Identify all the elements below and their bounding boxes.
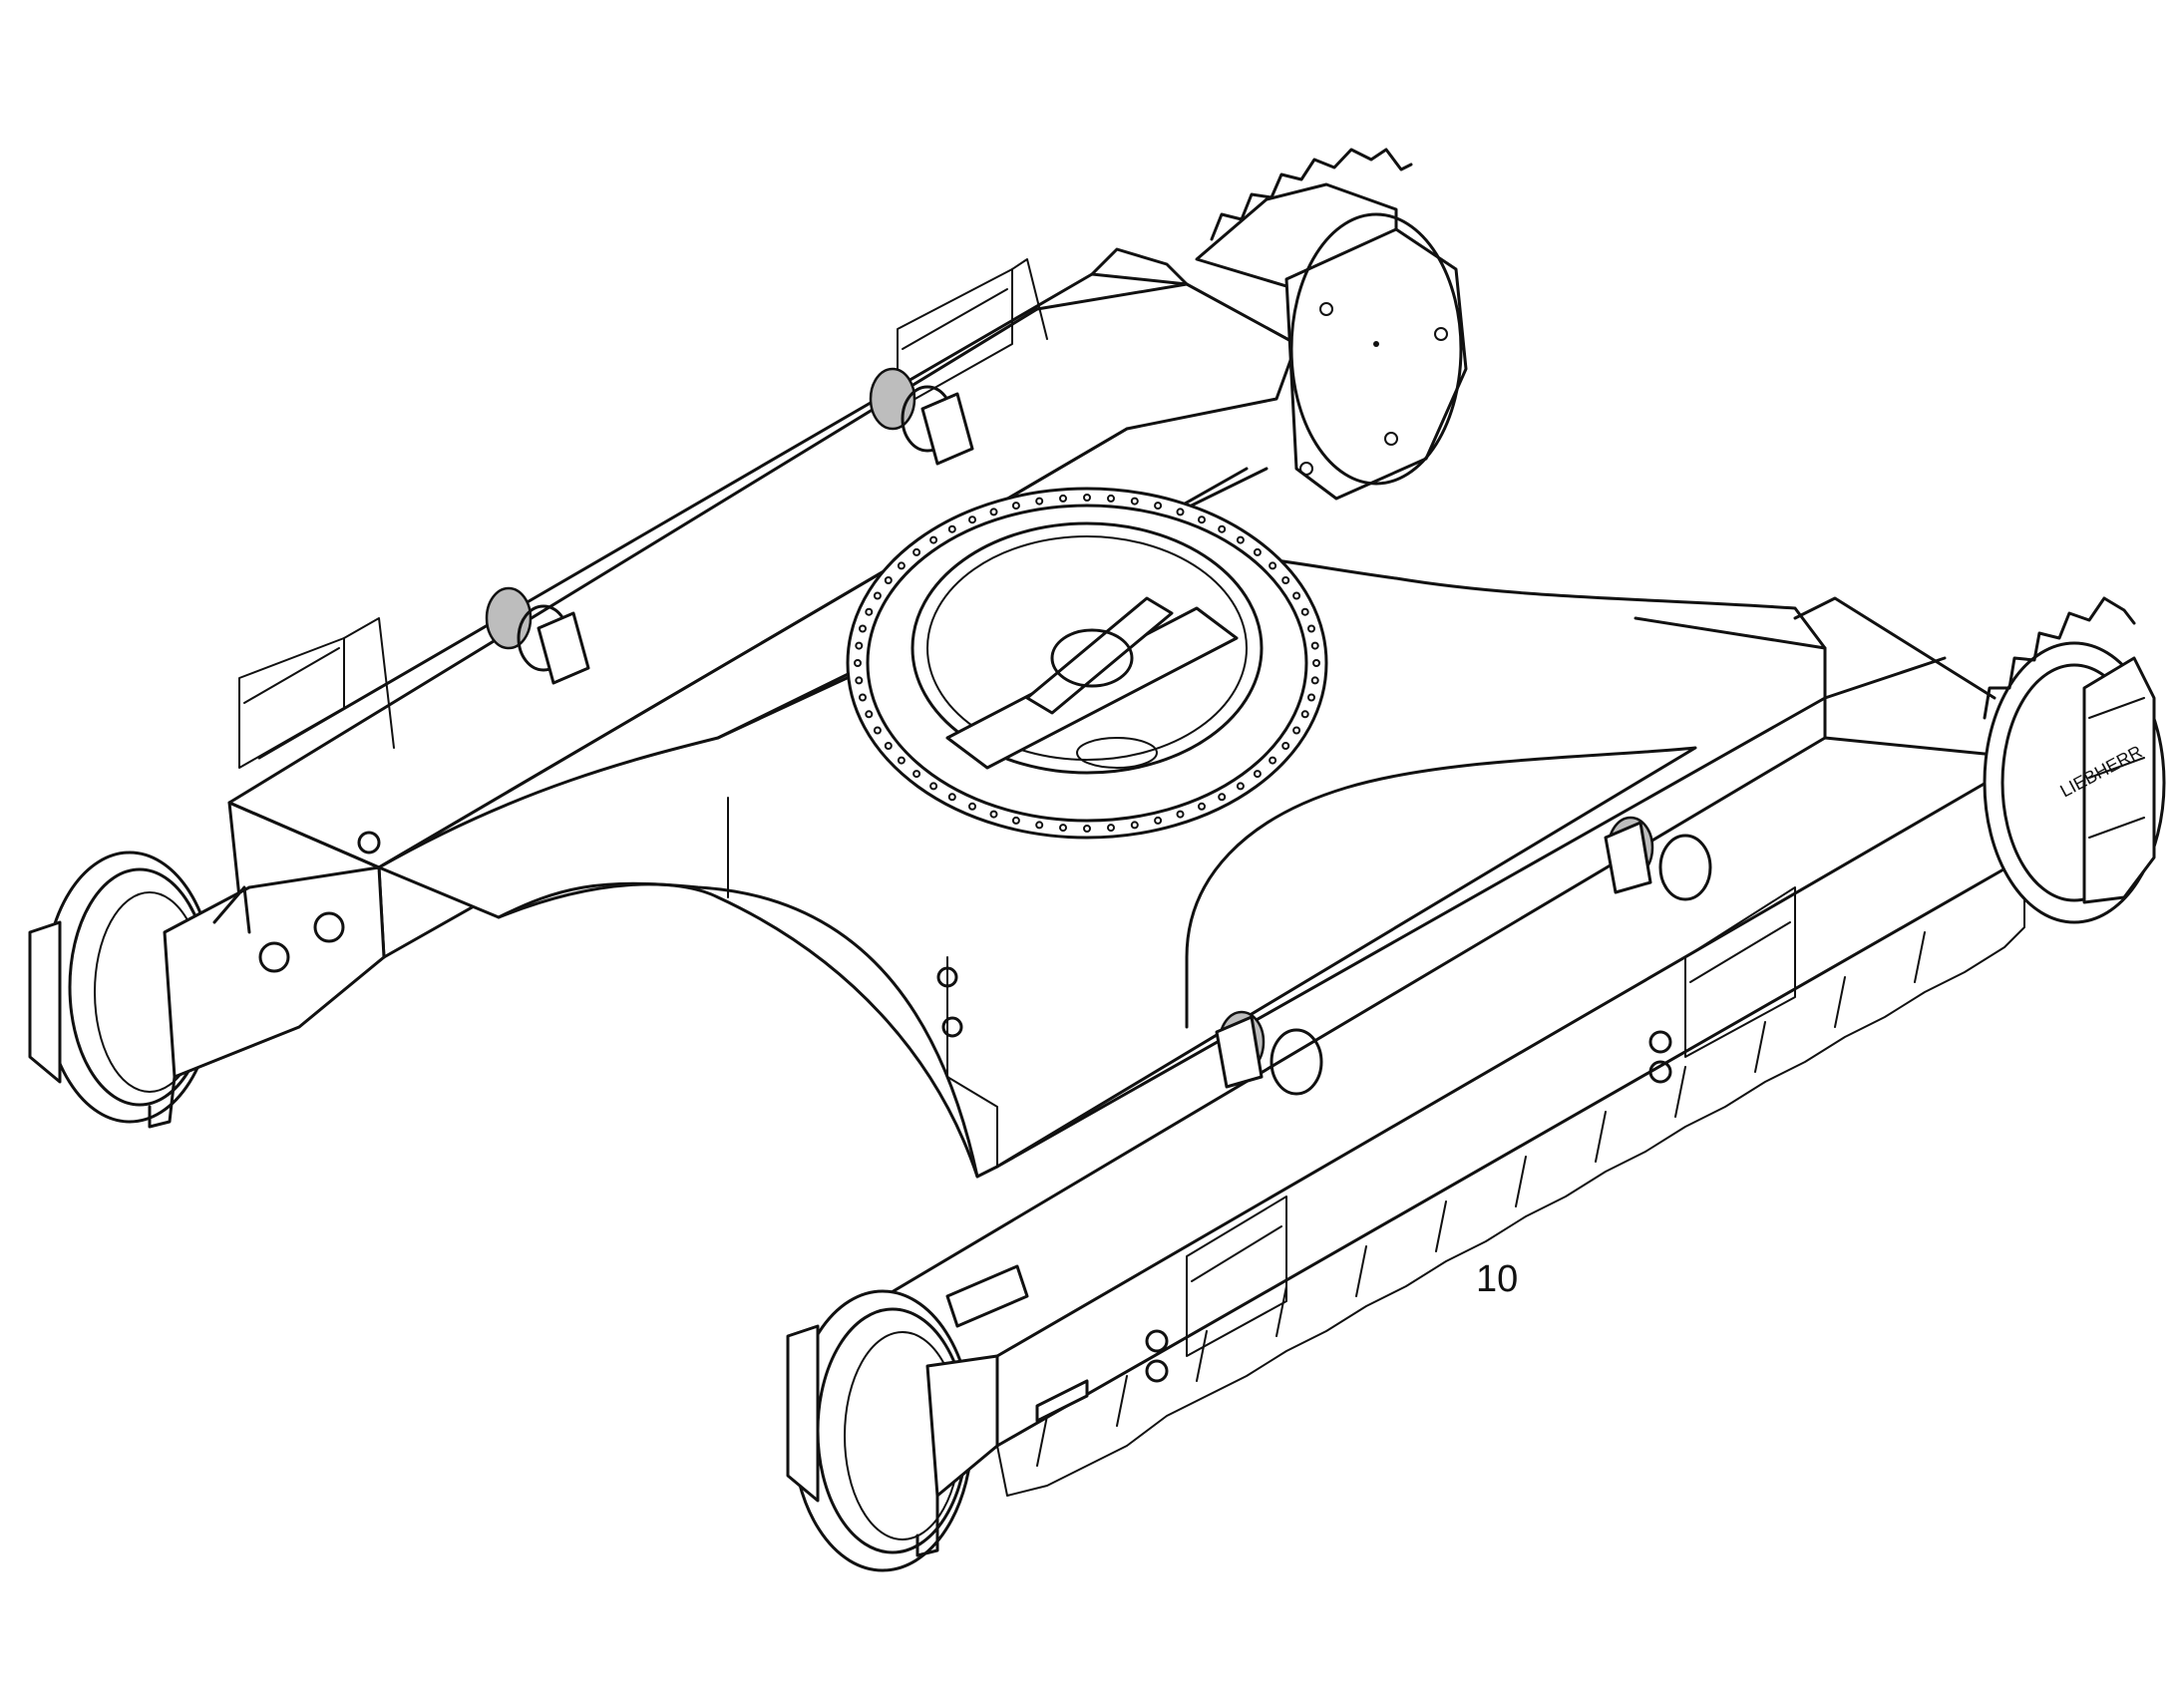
car-body <box>377 467 1827 1179</box>
bolt-hole <box>1130 497 1139 506</box>
rear-idler-wheel <box>28 831 386 1129</box>
carrier-roller <box>485 586 590 685</box>
bolt-hole <box>1107 824 1115 833</box>
bolt-hole <box>1236 782 1245 791</box>
bolt-hole <box>1035 497 1044 506</box>
bolt-hole <box>1198 515 1206 524</box>
bolt-hole <box>1083 494 1091 502</box>
bolt-hole <box>865 607 874 616</box>
bolt-hole <box>1059 824 1067 833</box>
bolt-hole <box>929 782 938 791</box>
bolt-hole <box>1310 641 1319 650</box>
bolt-hole <box>1281 576 1290 584</box>
bolt-hole <box>1198 802 1206 811</box>
callout-label: 10 <box>1476 1258 1519 1300</box>
bolt-hole <box>968 802 976 811</box>
slewing-ring <box>846 487 1328 840</box>
bolt-hole <box>912 547 921 556</box>
bolt-hole <box>897 561 906 570</box>
bolt-hole <box>1011 816 1020 825</box>
bolt-hole <box>865 710 874 719</box>
bolt-hole <box>968 515 976 524</box>
bolt-hole <box>1300 607 1309 616</box>
bolt-hole <box>947 524 956 533</box>
slewing-ring-bolt-circle <box>854 494 1320 833</box>
bolt-hole <box>897 756 906 765</box>
bolt-hole <box>859 624 867 633</box>
bolt-hole <box>1083 825 1091 833</box>
bolt-hole <box>1218 524 1227 533</box>
bolt-hole <box>912 770 921 779</box>
bolt-hole <box>1176 508 1185 516</box>
bolt-hole <box>855 641 864 650</box>
bolt-hole <box>1107 494 1115 503</box>
bolt-hole <box>1310 676 1319 685</box>
bolt-hole <box>1236 535 1245 544</box>
bolt-hole <box>1312 659 1320 667</box>
bolt-hole <box>1253 770 1262 779</box>
rear-sprocket-drive <box>1195 148 1468 501</box>
bolt-hole <box>1269 561 1277 570</box>
bolt-hole <box>989 508 998 516</box>
bolt-hole <box>1269 756 1277 765</box>
front-idler-wheel <box>786 1264 1089 1572</box>
carrier-roller <box>869 367 974 466</box>
bolt-hole <box>1154 502 1163 511</box>
bolt-hole <box>873 591 882 600</box>
bolt-hole <box>1307 693 1315 702</box>
front-sprocket-drive: LIEBHERR <box>1983 596 2166 924</box>
bolt-hole <box>1292 726 1301 735</box>
carrier-roller <box>1215 1010 1323 1096</box>
bolt-hole <box>859 693 867 702</box>
bolt-hole <box>1011 502 1020 511</box>
bolt-hole <box>1059 494 1067 503</box>
carrier-roller <box>1604 816 1712 901</box>
bolt-hole <box>1307 624 1315 633</box>
bolt-hole <box>1154 816 1163 825</box>
bolt-hole <box>854 659 862 667</box>
bolt-hole <box>1176 810 1185 819</box>
bolt-hole <box>1292 591 1301 600</box>
bolt-hole <box>929 535 938 544</box>
bolt-hole <box>989 810 998 819</box>
bolt-hole <box>1218 793 1227 802</box>
bolt-hole <box>1130 821 1139 830</box>
bolt-hole <box>947 793 956 802</box>
bolt-hole <box>1035 821 1044 830</box>
bolt-hole <box>884 742 893 750</box>
bolt-hole <box>884 576 893 584</box>
bolt-hole <box>1253 547 1262 556</box>
bolt-hole <box>1300 710 1309 719</box>
bolt-hole <box>1281 742 1290 750</box>
bolt-hole <box>873 726 882 735</box>
bolt-hole <box>855 676 864 685</box>
